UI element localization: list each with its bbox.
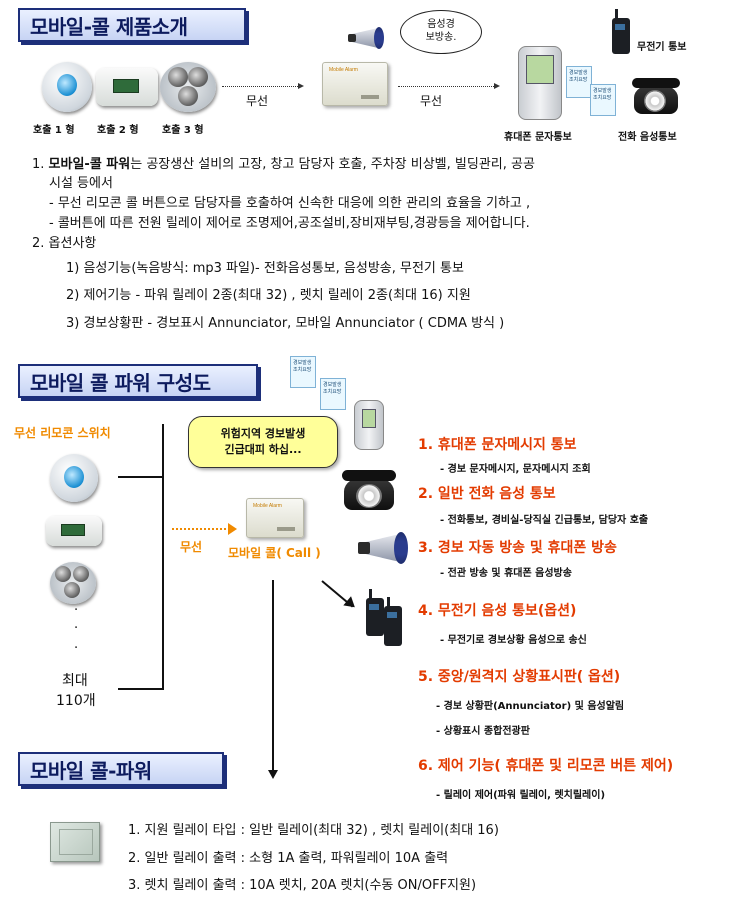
megaphone-icon (356, 528, 410, 568)
remote-button-rect-image (46, 516, 102, 546)
message-card-icon: 경보발생 조치요망 (590, 84, 616, 116)
option-2: 2) 제어기능 - 파워 릴레이 2종(최대 32) , 렛치 릴레이 2종(최… (66, 288, 471, 303)
voice-broadcast-bubble: 음성경 보방송. (400, 10, 482, 54)
remote-switch-label: 무선 리모콘 스위치 (14, 426, 111, 440)
mobile-alarm-unit-image: Mobile Alarm (322, 62, 388, 106)
section3-header: 모바일 콜-파워 (18, 752, 224, 786)
walkie-label: 무전기 통보 (637, 42, 687, 53)
feature-2-sub: - 전화통보, 경비실-당직실 긴급통보, 담당자 호출 (440, 515, 649, 526)
message-card-icon: 경보발생 조치요망 (320, 378, 346, 410)
card-text-2: 조치요망 (323, 389, 342, 395)
call-button-2-image (96, 68, 158, 106)
call-button-3-label: 호출 3 형 (162, 125, 204, 136)
item1-number: 1. (32, 157, 45, 172)
wireless-arrow-right (398, 83, 500, 89)
feature-1-title: 1. 휴대폰 문자메시지 통보 (418, 437, 577, 453)
feature-4-title: 4. 무전기 음성 통보(옵션) (418, 603, 577, 619)
dot: . (74, 599, 79, 614)
walkie-talkie-icon (612, 9, 630, 54)
flow-down-arrowhead (268, 770, 278, 779)
call-button-1-label: 호출 1 형 (33, 125, 75, 136)
unit-brand-text: Mobile Alarm (329, 67, 358, 73)
section2-header: 모바일 콜 파워 구성도 (18, 364, 258, 398)
option-1: 1) 음성기능(녹음방식: mp3 파일)- 전화음성통보, 음성방송, 무전기… (66, 261, 464, 276)
feature-4-sub: - 무전기로 경보상황 음성으로 송신 (440, 635, 587, 646)
feature-6-title: 6. 제어 기능( 휴대폰 및 리모콘 버튼 제어) (418, 758, 674, 774)
flow-down-line (272, 580, 274, 772)
bubble-line-1: 음성경 (427, 19, 455, 30)
intro-item-1-line-3: - 무선 리모콘 콜 버튼으로 담당자를 호출하여 신속한 대응에 의한 관리의… (49, 196, 531, 211)
card-text-2: 조치요망 (593, 95, 612, 101)
spec-1: 1. 지원 릴레이 타입 : 일반 릴레이(최대 32) , 렛치 릴레이(최대… (128, 823, 499, 838)
wireless-arrow-orange (172, 528, 230, 530)
cellphone-icon (518, 46, 562, 120)
wireless-arrow-left (222, 83, 304, 89)
feature-3-sub: - 전관 방송 및 휴대폰 음성방송 (440, 568, 572, 579)
relay-box-image (50, 822, 100, 862)
alert-speech-bubble: 위험지역 경보발생 긴급대피 하십... (188, 416, 338, 468)
mobile-call-label: 모바일 콜( Call ) (228, 546, 321, 560)
bracket-top (118, 476, 164, 478)
remote-button-triple-image (50, 562, 96, 604)
wireless-label: 무선 (180, 540, 203, 554)
wireless-label-left: 무선 (246, 94, 269, 108)
intro-item-1: 1. 모바일-콜 파워는 공장생산 설비의 고장, 창고 담당자 호출, 주차장… (32, 156, 535, 174)
phone-sms-label: 휴대폰 문자통보 (504, 132, 572, 143)
walkie-talkie-icon (384, 597, 402, 646)
section1-title: 모바일-콜 제품소개 (30, 14, 188, 39)
card-text-2: 조치요망 (293, 367, 312, 373)
card-text-1: 경보발생 (569, 70, 588, 76)
alert-line-1: 위험지역 경보발생 (220, 427, 306, 440)
bubble-line-2: 보방송. (425, 32, 457, 43)
call-button-1-image (42, 62, 92, 112)
feature-5-title: 5. 중앙/원격지 상황표시판( 옵션) (418, 669, 621, 685)
option-3: 3) 경보상황판 - 경보표시 Annunciator, 모바일 Annunci… (66, 316, 505, 331)
spec-3: 3. 렛치 릴레이 출력 : 10A 렛치, 20A 렛치(수동 ON/OFF지… (128, 878, 477, 893)
card-text-1: 경보발생 (323, 382, 342, 388)
dot: . (74, 617, 79, 632)
feature-3-title: 3. 경보 자동 방송 및 휴대폰 방송 (418, 540, 617, 556)
feature-6-sub: - 릴레이 제어(파워 릴레이, 렛치릴레이) (436, 790, 606, 801)
max-label: 최대 (62, 673, 88, 689)
call-button-3-image (160, 62, 216, 112)
bracket-vertical (162, 424, 164, 690)
card-text-2: 조치요망 (569, 77, 588, 83)
section2-title: 모바일 콜 파워 구성도 (30, 370, 211, 395)
item1-text: 는 공장생산 설비의 고장, 창고 담당자 호출, 주차장 비상벨, 빌딩관리,… (130, 157, 535, 172)
message-card-icon: 경보발생 조치요망 (290, 356, 316, 388)
section3-title: 모바일 콜-파워 (30, 758, 152, 783)
wireless-label-right: 무선 (420, 94, 443, 108)
feature-1-sub: - 경보 문자메시지, 문자메시지 조회 (440, 464, 591, 475)
dot: . (74, 637, 79, 652)
remote-button-round-image (50, 454, 98, 502)
card-text-1: 경보발생 (293, 360, 312, 366)
desk-phone-icon (632, 74, 680, 114)
max-count: 110개 (56, 693, 96, 709)
card-text-1: 경보발생 (593, 88, 612, 94)
feature-2-title: 2. 일반 전화 음성 통보 (418, 486, 556, 502)
wireless-arrowhead (228, 523, 237, 535)
desk-phone-icon (342, 464, 396, 510)
feature-5-sub-1: - 경보 상황판(Annunciator) 및 음성알림 (436, 701, 625, 712)
call-button-2-label: 호출 2 형 (97, 125, 139, 136)
cellphone-icon (354, 400, 384, 450)
unit-brand-text: Mobile Alarm (253, 503, 282, 509)
intro-item-1-line-2: 시설 등에서 (49, 176, 113, 191)
alert-line-2: 긴급대피 하십... (224, 443, 302, 456)
phone-voice-label: 전화 음성통보 (618, 132, 677, 143)
section1-header: 모바일-콜 제품소개 (18, 8, 246, 42)
item1-product-name: 모바일-콜 파워 (48, 157, 131, 172)
intro-item-2: 2. 옵션사항 (32, 236, 97, 251)
megaphone-icon (346, 24, 384, 52)
intro-item-1-line-4: - 콜버튼에 따른 전원 릴레이 제어로 조명제어,공조설비,장비재부팅,경광등… (49, 216, 530, 231)
walkie-talkie-icon (366, 589, 384, 636)
spec-2: 2. 일반 릴레이 출력 : 소형 1A 출력, 파워릴레이 10A 출력 (128, 851, 449, 866)
message-card-icon: 경보발생 조치요망 (566, 66, 592, 98)
bracket-bottom (118, 688, 164, 690)
mobile-call-unit-image: Mobile Alarm (246, 498, 304, 538)
feature-5-sub-2: - 상황표시 종합전광판 (436, 726, 530, 737)
